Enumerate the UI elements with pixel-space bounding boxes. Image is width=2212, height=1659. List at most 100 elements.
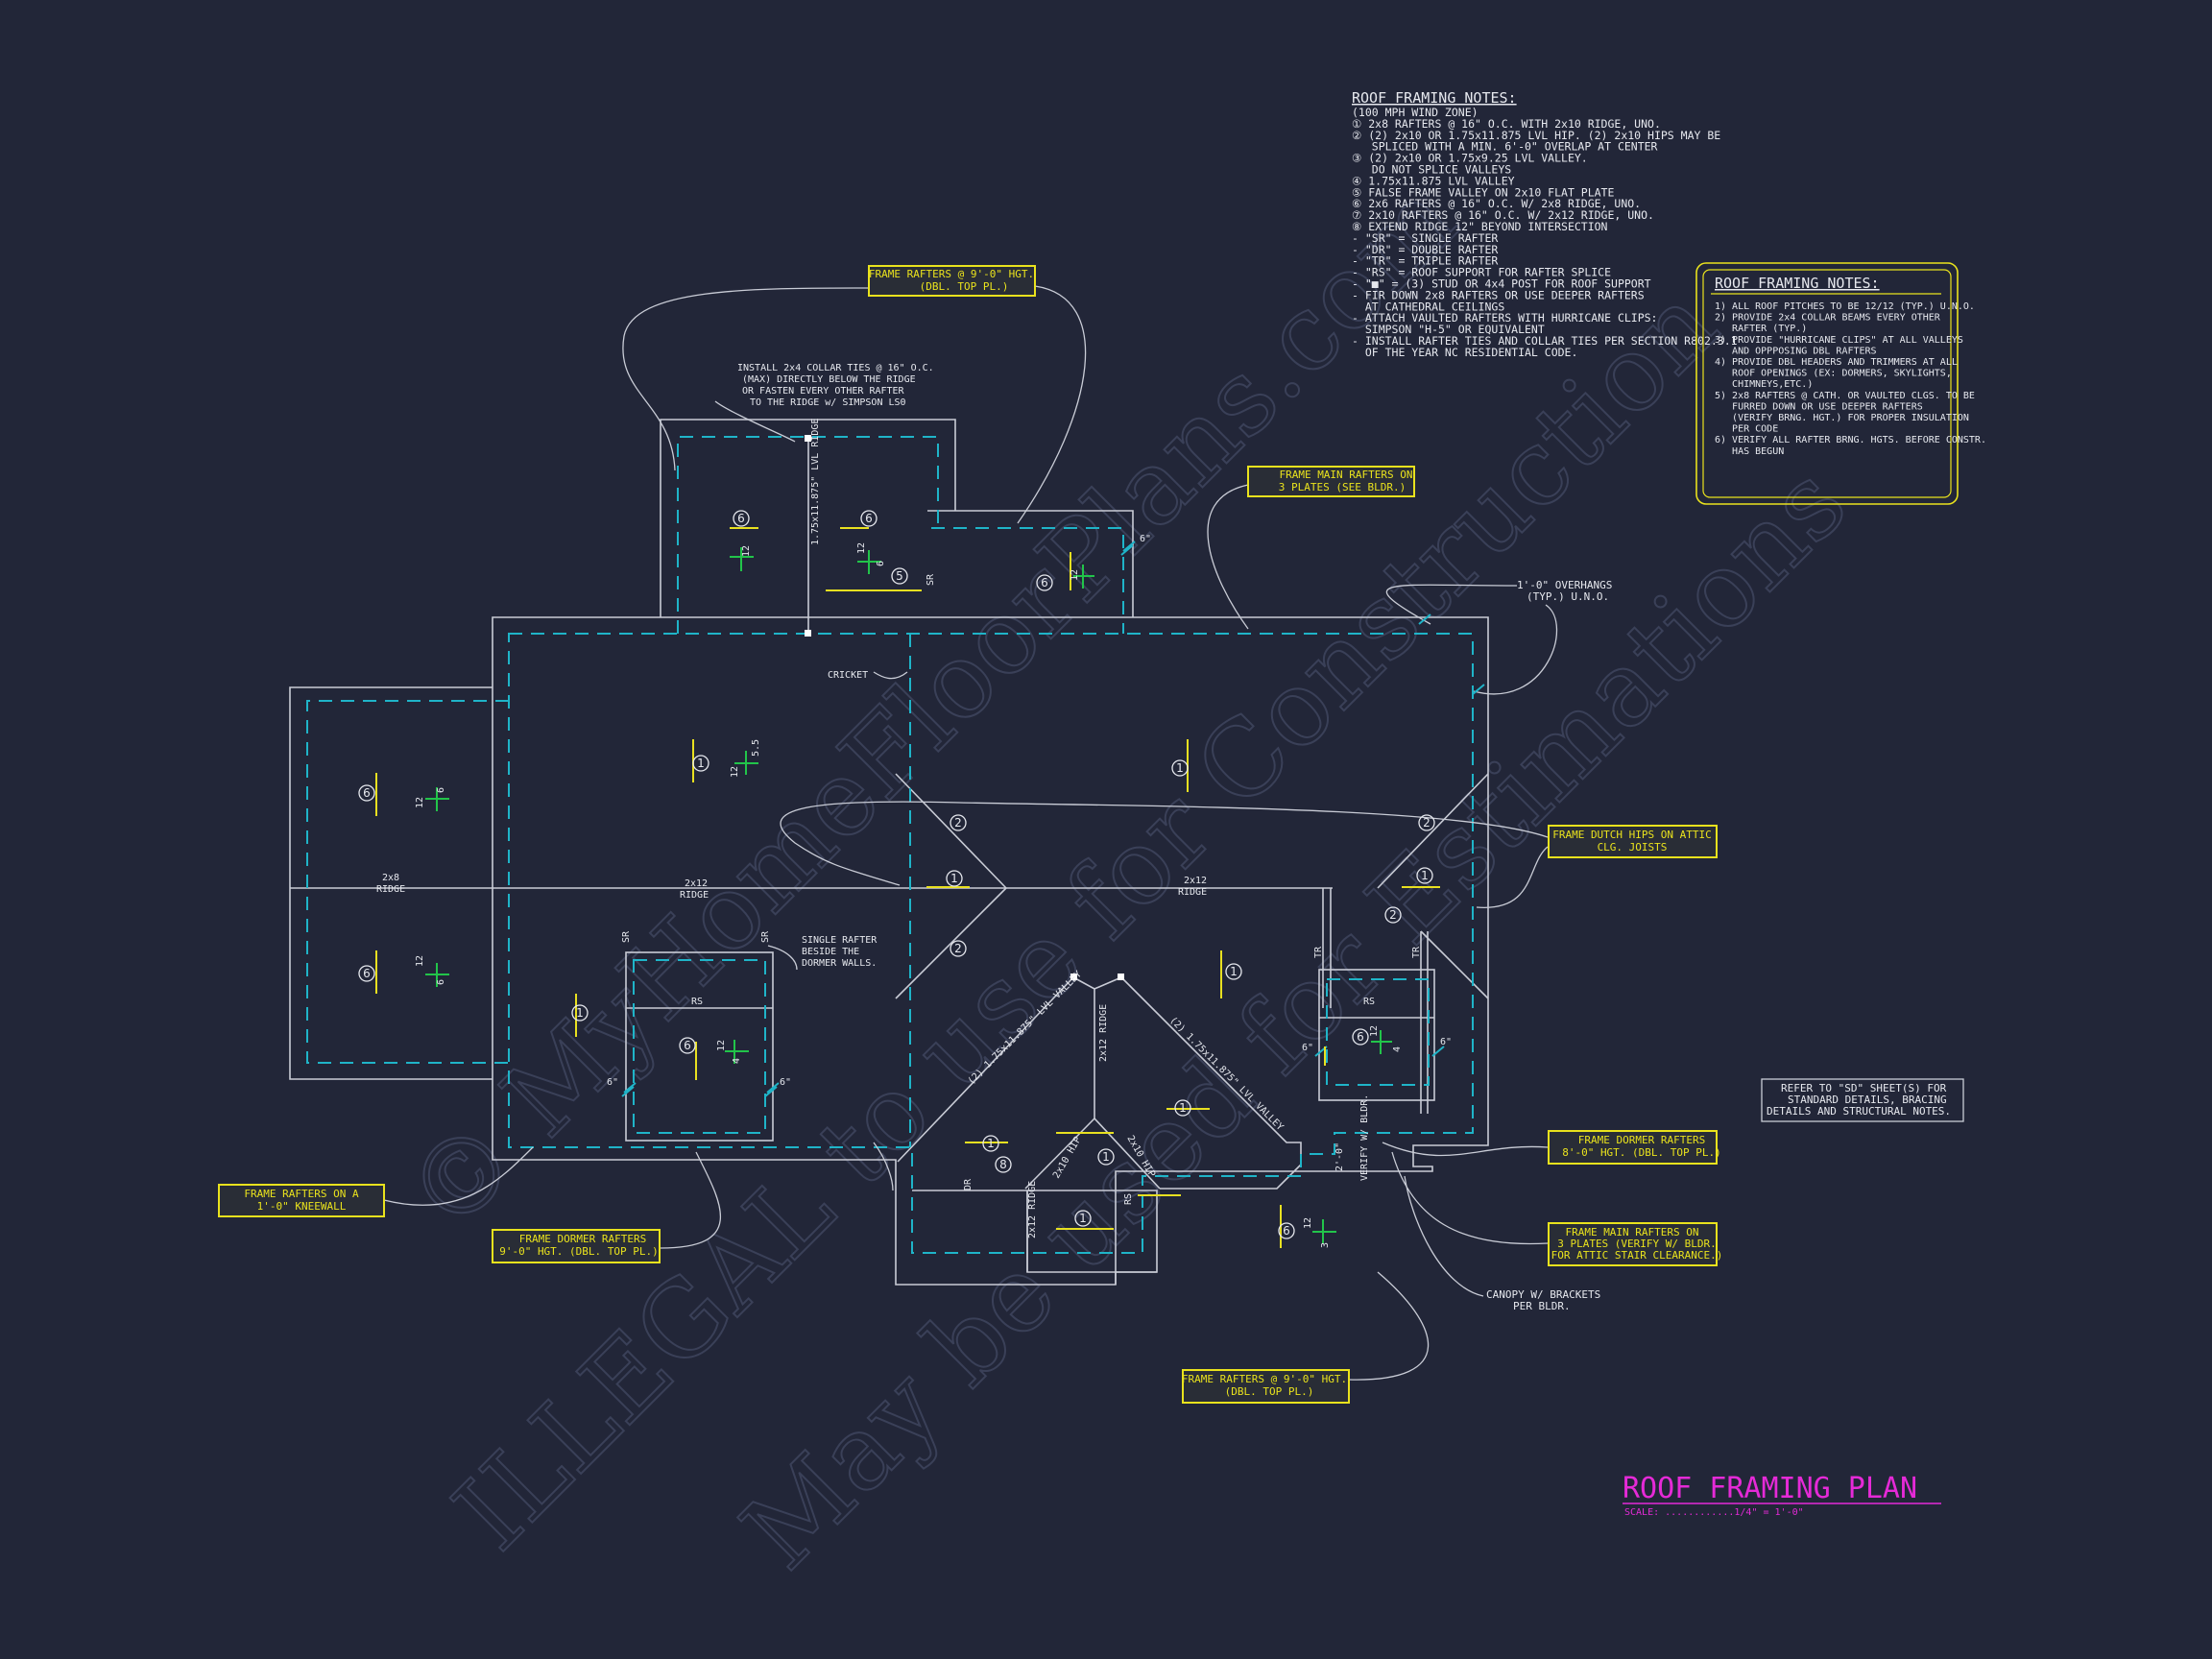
key-6: 6	[679, 1037, 696, 1054]
note-line: ⑤ FALSE FRAME VALLEY ON 2x10 FLAT PLATE	[1352, 185, 1614, 199]
key-1: 1	[571, 1004, 589, 1022]
note-line: - INSTALL RAFTER TIES AND COLLAR TIES PE…	[1352, 334, 1738, 348]
leader	[1382, 1142, 1549, 1157]
post	[805, 435, 811, 442]
note-line: AND OPPPOSING DBL RAFTERS	[1715, 346, 1877, 356]
canopy-label-2: PER BLDR.	[1513, 1300, 1571, 1312]
ridge-2x12-a: 2x12	[685, 878, 708, 889]
note-line: AT CATHEDRAL CEILINGS	[1352, 300, 1504, 313]
key-6: 6	[860, 510, 878, 527]
refer-note: REFER TO "SD" SHEET(S) FOR STANDARD DETA…	[1761, 1078, 1964, 1122]
callout-text: 3 PLATES (SEE BLDR.)	[1279, 481, 1406, 493]
note-line: 5) 2x8 RAFTERS @ CATH. OR VAULTED CLGS. …	[1715, 391, 1975, 401]
note-line: RAFTER (TYP.)	[1715, 324, 1807, 334]
key-2: 2	[1418, 814, 1435, 831]
key-1: 1	[1225, 963, 1242, 980]
right-dormer-outline	[1318, 969, 1435, 1101]
refer-line-2: STANDARD DETAILS, BRACING	[1788, 1094, 1947, 1106]
refer-line-3: DETAILS AND STRUCTURAL NOTES.	[1767, 1105, 1951, 1118]
tr-label: TR	[1411, 946, 1422, 958]
refer-line-1: REFER TO "SD" SHEET(S) FOR	[1781, 1082, 1947, 1094]
main-roof-outline	[492, 616, 1489, 1286]
note-line: 1) ALL ROOF PITCHES TO BE 12/12 (TYP.) U…	[1715, 301, 1975, 312]
leader	[383, 1146, 534, 1206]
pitch-value: 12	[415, 955, 425, 967]
svg-text:8: 8	[999, 1158, 1007, 1171]
post	[805, 630, 811, 637]
note-line: ③ (2) 2x10 OR 1.75x9.25 LVL VALLEY.	[1352, 152, 1588, 165]
six-inch-label: 6"	[780, 1077, 791, 1088]
key-1: 1	[1416, 867, 1433, 884]
rear-projection-outline	[660, 419, 956, 617]
pitch-symbol	[1312, 1219, 1336, 1243]
pitch-symbol	[730, 547, 754, 571]
single-rafter-1: SINGLE RAFTER	[802, 935, 878, 946]
six-inch-label: 6"	[1440, 1037, 1452, 1047]
roof-outline	[289, 419, 1489, 1286]
note-line: - "TR" = TRIPLE RAFTER	[1352, 254, 1498, 268]
note-line: - "RS" = ROOF SUPPORT FOR RAFTER SPLICE	[1352, 266, 1611, 279]
leader	[714, 400, 796, 443]
leader-lines	[383, 285, 1558, 1381]
callout-frame-rafters-9ft-bottom: FRAME RAFTERS @ 9'-0" HGT. (DBL. TOP PL.…	[1182, 1369, 1350, 1404]
callout-text: FRAME RAFTERS ON A	[244, 1188, 359, 1200]
svg-text:1: 1	[950, 872, 958, 885]
leader	[873, 671, 908, 680]
callout-text: FRAME DUTCH HIPS ON ATTIC	[1552, 829, 1712, 841]
dim-6in	[1431, 1046, 1445, 1057]
svg-text:6: 6	[737, 512, 745, 525]
right-tr-lines	[1322, 888, 1429, 1114]
sr-label: SR	[926, 573, 936, 586]
notes-lines: (100 MPH WIND ZONE)① 2x8 RAFTERS @ 16" O…	[1352, 106, 1738, 359]
note-line: ROOF OPENINGS (EX: DORMERS, SKYLIGHTS,	[1715, 369, 1952, 379]
key-1: 1	[946, 870, 963, 887]
callout-text: CLG. JOISTS	[1598, 841, 1668, 854]
key-6: 6	[1278, 1222, 1295, 1239]
key-6: 6	[358, 784, 375, 802]
callout-text: FRAME RAFTERS @ 9'-0" HGT.	[869, 268, 1034, 280]
svg-text:1: 1	[1102, 1150, 1110, 1164]
note-line: 6) VERIFY ALL RAFTER BRNG. HGTS. BEFORE …	[1715, 435, 1986, 445]
pitch-symbol	[425, 963, 449, 987]
right-dormer-wall	[1326, 978, 1430, 1086]
roof-framing-notes: ROOF FRAMING NOTES: (100 MPH WIND ZONE)①…	[1352, 89, 1738, 359]
pitch-value: 6	[436, 979, 446, 985]
callout-frame-rafters-9ft-top: FRAME RAFTERS @ 9'-0" HGT. (DBL. TOP PL.…	[868, 265, 1036, 297]
ridge-2x12-d: 2x12 RIDGE	[1027, 1181, 1038, 1238]
pitch-symbols	[425, 547, 1392, 1243]
left-wing-wall	[306, 700, 509, 1064]
front-porch-outline	[1115, 1271, 1157, 1285]
callout-dormer-rafters-8ft: FRAME DORMER RAFTERS 8'-0" HGT. (DBL. TO…	[1548, 1130, 1721, 1165]
svg-text:6: 6	[1041, 576, 1048, 589]
pitch-value: 12	[1369, 1025, 1380, 1037]
svg-text:1: 1	[1230, 965, 1238, 978]
key-1: 1	[1171, 759, 1189, 777]
ridge-2x12-front: 2x12 RIDGE	[1098, 1004, 1109, 1062]
wall-lines	[306, 436, 1474, 1254]
ridge-2x8-a: 2x8	[382, 873, 399, 883]
callout-attic-stair-clearance: FRAME MAIN RAFTERS ON 3 PLATES (VERIFY W…	[1548, 1222, 1722, 1266]
svg-text:1: 1	[1179, 1101, 1187, 1115]
callout-text: FRAME DORMER RAFTERS	[1578, 1134, 1705, 1146]
six-inch-label: 6"	[607, 1077, 618, 1088]
left-wing-outline	[289, 686, 493, 1080]
pitch-symbol	[1073, 565, 1094, 589]
key-1: 1	[1097, 1148, 1115, 1166]
note-line: PER CODE	[1715, 424, 1778, 435]
main-wall-line	[508, 633, 1474, 1254]
note-line: - "DR" = DOUBLE RAFTER	[1352, 243, 1498, 256]
two-ft-label: 2'-0"	[1334, 1142, 1345, 1171]
post	[1118, 974, 1124, 980]
note-line: - "■" = (3) STUD OR 4x4 POST FOR ROOF SU…	[1352, 277, 1651, 291]
cricket-label: CRICKET	[828, 670, 868, 681]
pitch-value: 12	[415, 797, 425, 808]
pitch-numbers: 12 12 6 12 12 5.5 12 6 12 6 12 4 12 4 12…	[415, 542, 1403, 1248]
key-2: 2	[950, 940, 967, 957]
callout-dormer-rafters-9ft: FRAME DORMER RAFTERS 9'-0" HGT. (DBL. TO…	[492, 1229, 661, 1263]
overhang-label-1: 1'-0" OVERHANGS	[1517, 579, 1612, 591]
svg-text:6: 6	[1357, 1030, 1364, 1044]
pitch-value: 6	[876, 561, 886, 566]
valley-link	[1072, 976, 1122, 990]
leader	[1207, 484, 1249, 630]
